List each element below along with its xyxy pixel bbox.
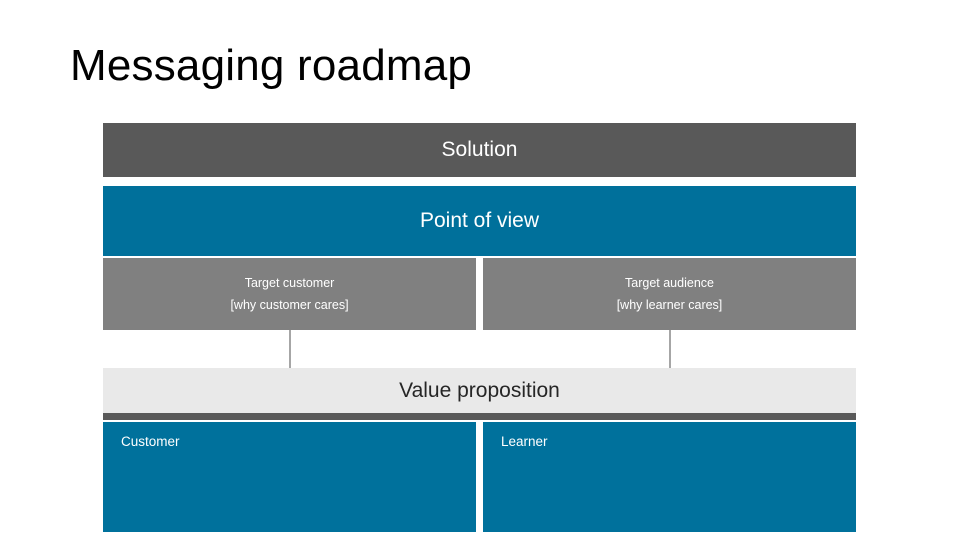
learner-panel-label: Learner [501, 434, 548, 449]
page-title: Messaging roadmap [70, 41, 473, 90]
connector-line-customer [289, 330, 291, 368]
panel-row: Customer Learner [103, 422, 856, 532]
target-customer-title: Target customer [244, 276, 335, 290]
target-audience-box[interactable]: Target audience [why learner cares] [483, 258, 856, 330]
connector-line-learner [669, 330, 671, 368]
value-proposition-bar[interactable]: Value proposition [103, 368, 856, 420]
target-customer-box[interactable]: Target customer [why customer cares] [103, 258, 476, 330]
customer-panel[interactable]: Customer [103, 422, 476, 532]
target-audience-title: Target audience [625, 276, 714, 290]
target-audience-subtitle: [why learner cares] [616, 298, 723, 312]
solution-bar-label: Solution [441, 138, 518, 161]
learner-panel[interactable]: Learner [483, 422, 856, 532]
value-proposition-label: Value proposition [399, 378, 560, 402]
messaging-roadmap-diagram: Solution Point of view Target customer [… [103, 123, 856, 532]
solution-bar[interactable]: Solution [103, 123, 856, 177]
point-of-view-bar[interactable]: Point of view [103, 186, 856, 256]
customer-panel-label: Customer [121, 434, 180, 449]
target-customer-subtitle: [why customer cares] [230, 298, 349, 312]
point-of-view-bar-label: Point of view [419, 209, 540, 232]
target-row: Target customer [why customer cares] Tar… [103, 258, 856, 330]
